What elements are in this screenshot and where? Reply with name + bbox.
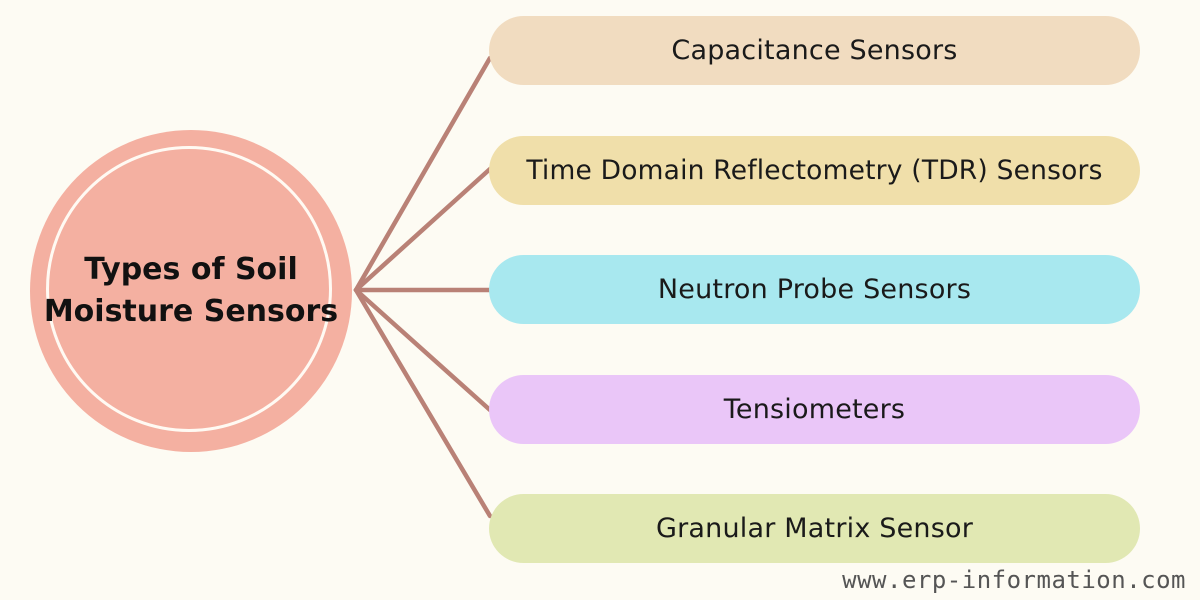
central-hub-ring [46,146,332,432]
branch-label-tensiometers: Tensiometers [723,394,906,425]
connector-line-tdr [353,166,493,293]
branch-label-tdr: Time Domain Reflectometry (TDR) Sensors [526,155,1103,186]
branch-node-neutron-probe: Neutron Probe Sensors [489,255,1140,324]
branch-node-tensiometers: Tensiometers [489,375,1140,444]
branch-label-neutron-probe: Neutron Probe Sensors [657,274,972,305]
central-hub-title-wrap: Types of Soil Moisture Sensors [30,130,352,452]
branch-label-granular-matrix: Granular Matrix Sensor [655,513,974,544]
branch-label-capacitance: Capacitance Sensors [671,35,958,66]
connector-line-granular [353,287,493,519]
connector-line-tensiometers [353,287,493,413]
branch-node-capacitance: Capacitance Sensors [489,16,1140,85]
connector-line-capacitance [353,55,493,293]
central-hub: Types of Soil Moisture Sensors [30,130,352,452]
branch-node-tdr: Time Domain Reflectometry (TDR) Sensors [489,136,1140,205]
central-hub-title: Types of Soil Moisture Sensors [43,252,339,329]
watermark-url: www.erp-information.com [842,566,1186,594]
branch-node-granular-matrix: Granular Matrix Sensor [489,494,1140,563]
